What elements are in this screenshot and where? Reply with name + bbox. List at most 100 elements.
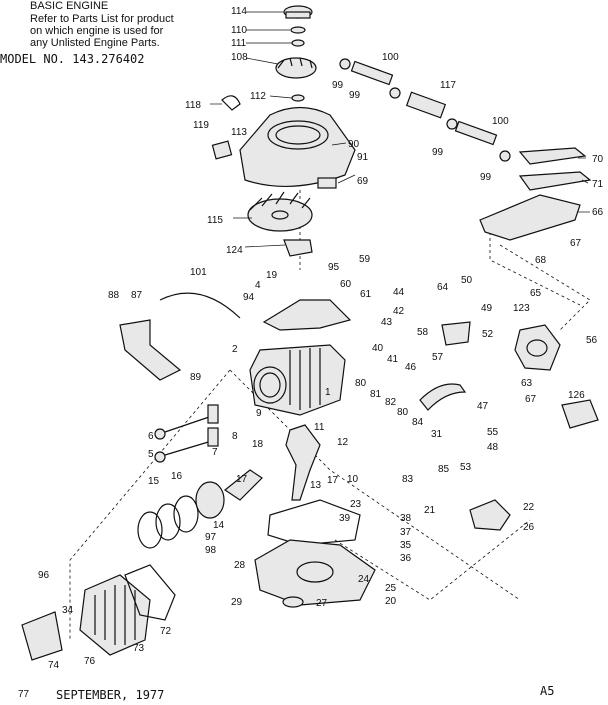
- label-91: 91: [357, 152, 369, 163]
- label-50: 50: [461, 275, 473, 286]
- label-7: 7: [212, 447, 218, 458]
- label-66: 66: [592, 207, 604, 218]
- label-124: 124: [226, 245, 243, 256]
- label-24: 24: [358, 574, 370, 585]
- label-95: 95: [328, 262, 340, 273]
- shroud-bracket: [119, 319, 182, 381]
- blower-housing: [211, 106, 356, 189]
- label-59: 59: [359, 254, 371, 265]
- wire-lead: [159, 292, 241, 319]
- fuel-cap: [283, 5, 313, 19]
- label-34: 34: [62, 605, 74, 616]
- footer-date: SEPTEMBER, 1977: [56, 688, 165, 702]
- label-108: 108: [231, 52, 248, 63]
- label-20: 20: [385, 596, 397, 607]
- label-118: 118: [185, 100, 201, 111]
- label-41: 41: [387, 354, 399, 365]
- label-114: 114: [231, 6, 247, 17]
- label-67b: 67: [525, 394, 537, 405]
- label-99a: 99: [332, 80, 344, 91]
- label-96: 96: [38, 570, 50, 581]
- note-line-1: Refer to Parts List for product: [30, 13, 174, 25]
- label-97: 97: [205, 532, 217, 543]
- label-27: 27: [316, 598, 328, 609]
- label-17a: 17: [327, 475, 339, 486]
- flywheel: [247, 191, 313, 232]
- label-29: 29: [231, 597, 243, 608]
- label-119: 119: [193, 120, 209, 131]
- label-99b: 99: [349, 90, 361, 101]
- label-53: 53: [460, 462, 472, 473]
- oil-seal: [282, 596, 304, 608]
- label-64: 64: [437, 282, 449, 293]
- label-70: 70: [592, 154, 604, 165]
- label-111: 111: [231, 38, 247, 49]
- crankshaft: [285, 424, 321, 501]
- label-28: 28: [234, 560, 246, 571]
- label-76: 76: [84, 656, 96, 667]
- label-23: 23: [350, 499, 362, 510]
- note-line-2: on which engine is used for: [30, 25, 164, 37]
- gasket-126: [561, 399, 599, 429]
- label-80a: 80: [355, 378, 367, 389]
- label-11: 11: [314, 422, 325, 433]
- label-10: 10: [347, 474, 359, 485]
- label-26: 26: [523, 522, 535, 533]
- label-38: 38: [400, 513, 412, 524]
- label-98: 98: [205, 545, 217, 556]
- piston-rings: [137, 481, 225, 549]
- label-46: 46: [405, 362, 417, 373]
- label-48: 48: [487, 442, 499, 453]
- gasket-23: [267, 499, 361, 546]
- label-40: 40: [372, 343, 384, 354]
- label-126: 126: [568, 390, 585, 401]
- label-83: 83: [402, 474, 414, 485]
- label-94: 94: [243, 292, 255, 303]
- label-85: 85: [438, 464, 450, 475]
- label-13: 13: [310, 480, 322, 491]
- label-19: 19: [266, 270, 278, 281]
- label-89: 89: [190, 372, 202, 383]
- part-labels: 114 110 111 108 112 118 119 113 90 91 69…: [18, 6, 604, 700]
- label-82: 82: [385, 397, 397, 408]
- label-8: 8: [232, 431, 238, 442]
- carburetor: [514, 324, 561, 371]
- footer-page-code: A5: [540, 684, 555, 698]
- label-5: 5: [148, 449, 154, 460]
- bracket-74: [21, 611, 63, 661]
- governor-link: [419, 321, 471, 411]
- label-68: 68: [535, 255, 547, 266]
- label-110: 110: [231, 25, 247, 36]
- connecting-rod: [223, 469, 263, 501]
- label-17b: 17: [236, 474, 248, 485]
- label-37: 37: [400, 527, 412, 538]
- label-74: 74: [48, 660, 60, 671]
- label-100b: 100: [492, 116, 509, 127]
- gear-22: [469, 499, 511, 531]
- label-35: 35: [400, 540, 412, 551]
- label-6: 6: [148, 431, 154, 442]
- label-39: 39: [339, 513, 351, 524]
- label-18: 18: [252, 439, 264, 450]
- label-1: 1: [325, 387, 331, 398]
- label-47: 47: [477, 401, 489, 412]
- engine-block: [249, 344, 346, 416]
- washers-top: [290, 26, 306, 102]
- label-4: 4: [255, 280, 261, 291]
- label-16: 16: [171, 471, 183, 482]
- label-36: 36: [400, 553, 412, 564]
- label-67a: 67: [570, 238, 582, 249]
- label-88: 88: [108, 290, 120, 301]
- label-52: 52: [482, 329, 494, 340]
- label-84: 84: [412, 417, 424, 428]
- label-43: 43: [381, 317, 393, 328]
- label-73: 73: [133, 643, 145, 654]
- label-90: 90: [348, 139, 360, 150]
- label-99d: 99: [480, 172, 492, 183]
- label-12: 12: [337, 437, 349, 448]
- label-57: 57: [432, 352, 444, 363]
- label-63: 63: [521, 378, 533, 389]
- label-72: 72: [160, 626, 172, 637]
- label-21: 21: [424, 505, 436, 516]
